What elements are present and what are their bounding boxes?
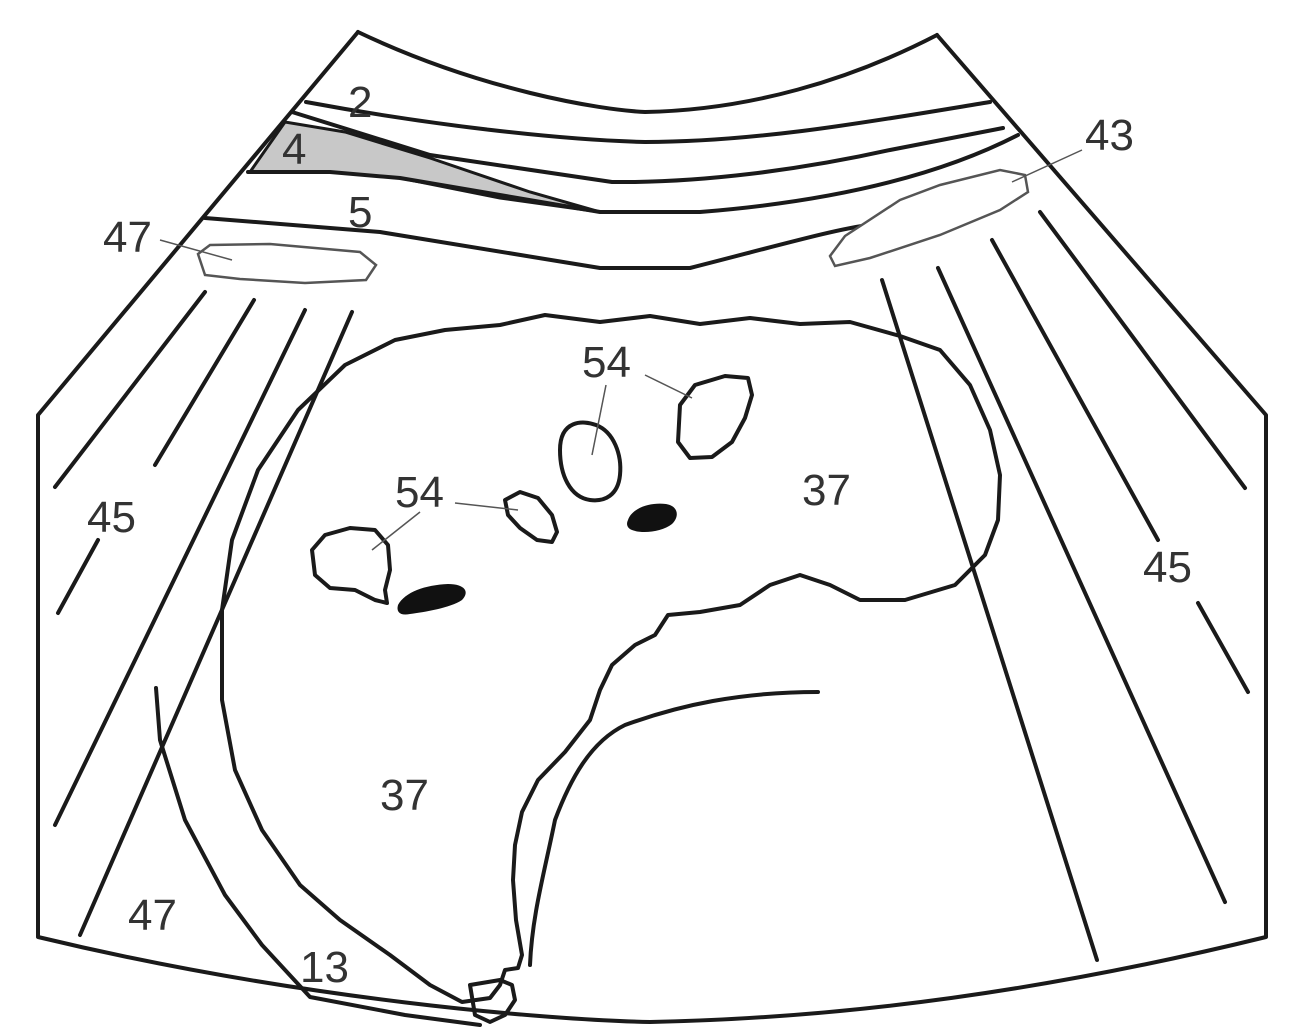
label-37-right: 37 <box>802 466 851 515</box>
organ-37 <box>222 315 1000 1002</box>
vessel-54-top <box>678 376 752 458</box>
vessel-54-oval <box>560 423 620 501</box>
label-2: 2 <box>348 78 372 127</box>
label-37-bottom: 37 <box>380 771 429 820</box>
structure-47-top <box>198 244 376 283</box>
label-47-top: 47 <box>103 213 152 262</box>
label-54-top: 54 <box>582 338 631 387</box>
stripe-left-3 <box>58 540 98 613</box>
stripe-left-4 <box>55 310 305 825</box>
label-45-left: 45 <box>87 493 136 542</box>
vessel-54-left <box>312 528 390 603</box>
layer-line-1 <box>306 102 990 142</box>
leader-54-mid-b <box>455 503 518 510</box>
stripe-right-5 <box>1040 212 1245 488</box>
duct-upper <box>627 504 677 532</box>
label-5: 5 <box>348 188 372 237</box>
stripe-left-5 <box>80 312 352 935</box>
label-43: 43 <box>1085 111 1134 160</box>
leader-54-mid-a <box>372 512 420 550</box>
leader-54-top-a <box>592 385 606 455</box>
label-13: 13 <box>300 943 349 992</box>
stripe-left-1 <box>55 292 205 487</box>
stripe-right-3 <box>992 240 1158 540</box>
leader-43 <box>1012 150 1082 182</box>
vessel-54-small <box>505 492 557 542</box>
scan-field-top-arc <box>358 32 937 112</box>
label-47-bottom: 47 <box>128 891 177 940</box>
leader-54-top-b <box>645 375 692 398</box>
label-4: 4 <box>282 125 306 174</box>
stripe-left-2 <box>155 300 254 465</box>
duct-lower <box>398 584 466 615</box>
inner-arc <box>530 692 818 965</box>
stripe-right-4 <box>1198 603 1248 692</box>
label-54-mid: 54 <box>395 468 444 517</box>
label-45-right: 45 <box>1143 543 1192 592</box>
